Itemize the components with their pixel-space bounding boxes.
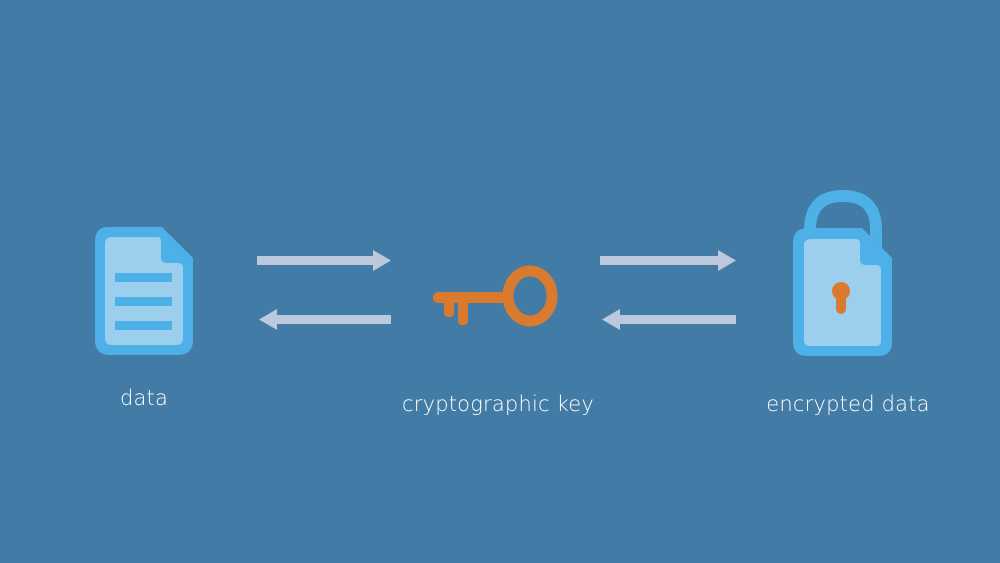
key-node: [430, 265, 560, 330]
arrow-key-to-data: [257, 309, 393, 331]
key-icon: [433, 265, 558, 327]
cryptographic-key-label: cryptographic key: [402, 392, 594, 416]
data-node: [92, 224, 196, 358]
encrypted-node: [790, 190, 896, 360]
arrow-key-to-encrypted: [600, 250, 738, 272]
encrypted-data-label: encrypted data: [766, 392, 930, 416]
data-label: data: [119, 386, 169, 410]
padlock-icon: [793, 190, 892, 356]
arrow-data-to-key: [257, 250, 393, 272]
arrow-right-icon: [600, 250, 736, 271]
arrow-left-icon: [259, 309, 391, 330]
arrow-left-icon: [602, 309, 736, 330]
arrow-right-icon: [257, 250, 391, 271]
document-icon: [95, 227, 193, 355]
arrow-encrypted-to-key: [600, 309, 738, 331]
